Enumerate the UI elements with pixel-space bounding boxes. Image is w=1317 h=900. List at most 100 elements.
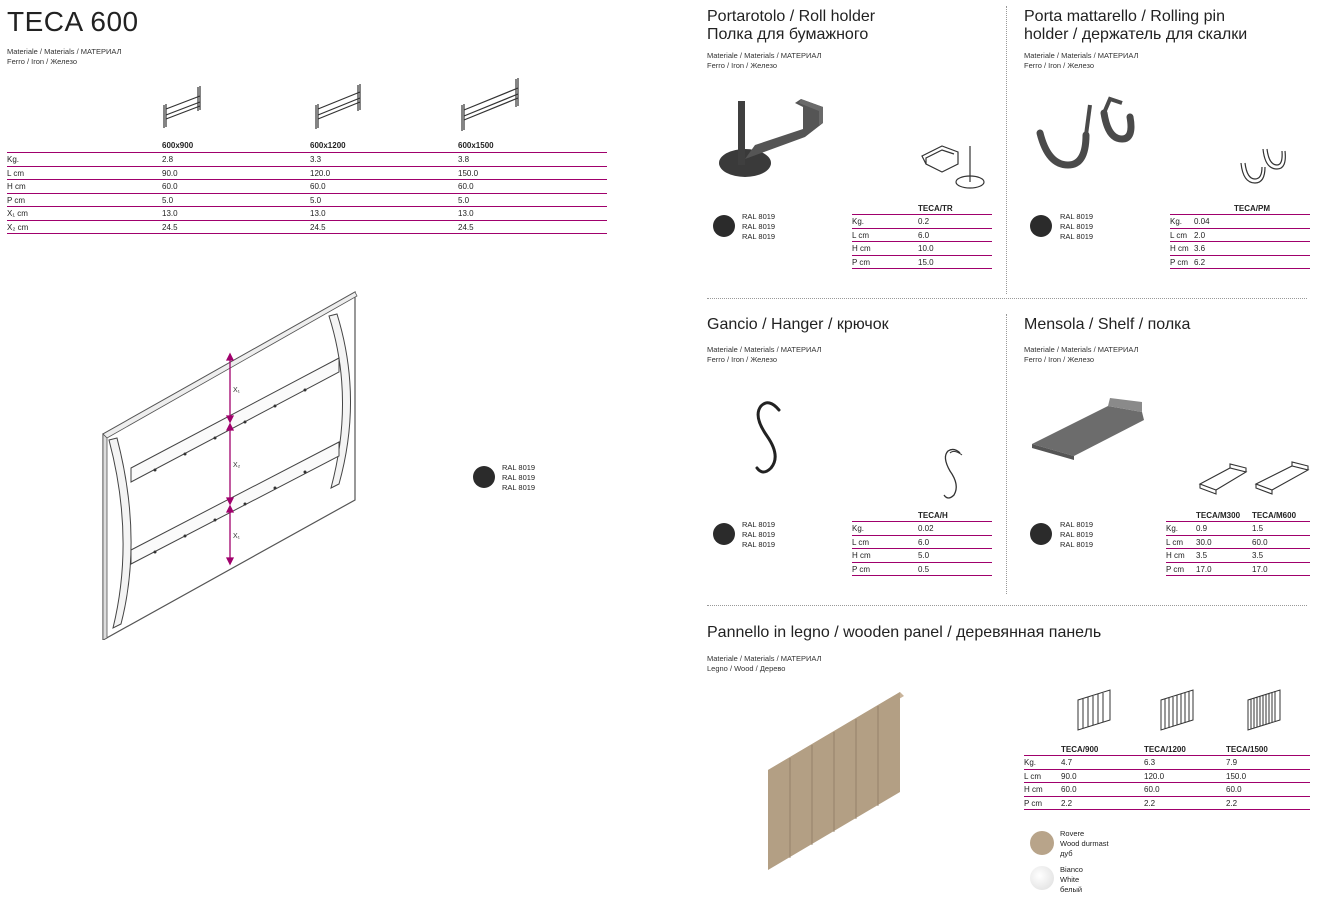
cell-value: 120.0 xyxy=(1144,771,1165,781)
cell-value: 17.0 xyxy=(1196,564,1212,574)
hanger-title: Gancio / Hanger / крючок xyxy=(707,316,889,333)
row-label: L cm xyxy=(1170,230,1188,240)
row-label: Kg. xyxy=(1170,217,1183,226)
cell-value: 13.0 xyxy=(310,209,326,218)
cell-value: 0.2 xyxy=(918,217,930,226)
table-row: L cm 90.0 120.0 150.0 xyxy=(1024,770,1310,783)
finish-white-labels: Bianco White белый xyxy=(1060,865,1083,894)
ral-list: RAL 8019 RAL 8019 RAL 8019 xyxy=(742,212,776,241)
cell-value: 3.5 xyxy=(1196,551,1208,560)
cell-value: 60.0 xyxy=(162,182,178,191)
x2-label: X₂ xyxy=(233,462,241,469)
cell-value: 0.02 xyxy=(918,524,934,533)
cell-value: 3.6 xyxy=(1194,244,1206,253)
cell-value: 5.0 xyxy=(310,195,322,205)
row-label: L cm xyxy=(852,537,870,547)
material-block: Materiale / Materials / МАТЕРИАЛ Ferro /… xyxy=(7,47,122,67)
cell-value: 2.2 xyxy=(1061,798,1073,808)
cell-value: 60.0 xyxy=(1252,537,1268,547)
row-label: Kg. xyxy=(852,524,865,533)
row-label: H cm xyxy=(1166,551,1185,560)
row-label: X₁ cm xyxy=(7,209,28,218)
row-label: P cm xyxy=(1170,257,1189,267)
cell-value: 24.5 xyxy=(162,222,178,232)
cell-value: 24.5 xyxy=(310,222,326,232)
shelf-m600-sketch-icon xyxy=(1254,461,1310,495)
cell-value: 6.2 xyxy=(1194,257,1206,267)
roll-holder-photo xyxy=(719,99,823,177)
row-label: H cm xyxy=(1170,244,1189,253)
cell-value: 0.9 xyxy=(1196,524,1208,533)
cell-value: 2.2 xyxy=(1226,798,1238,808)
row-label: L cm xyxy=(7,168,25,178)
cell-value: 15.0 xyxy=(918,257,934,267)
cell-value: 150.0 xyxy=(1226,771,1247,781)
wooden-panel-photo xyxy=(768,692,904,870)
row-label: Kg. xyxy=(1166,524,1179,533)
cell-value: 5.0 xyxy=(162,195,174,205)
row-label: P cm xyxy=(852,257,871,267)
column-header: 600x1200 xyxy=(310,141,346,150)
frame-600x1500-icon xyxy=(461,78,519,131)
shelf-photo xyxy=(1032,398,1144,460)
x1-label: X₁ xyxy=(233,387,241,394)
panel-material: Materiale / Materials / МАТЕРИАЛ Legno /… xyxy=(707,654,822,673)
cell-value: 7.9 xyxy=(1226,758,1238,767)
oak-swatch xyxy=(1030,831,1054,855)
rolling-material: Materiale / Materials / МАТЕРИАЛ Ferro /… xyxy=(1024,51,1139,70)
vertical-divider xyxy=(1006,6,1007,294)
cell-value: 90.0 xyxy=(162,168,178,178)
column-header: 600x900 xyxy=(162,141,194,150)
table-row: H cm 3.6 xyxy=(1170,242,1310,256)
cell-value: 13.0 xyxy=(162,209,178,218)
cell-value: 5.0 xyxy=(458,195,470,205)
row-label: L cm xyxy=(1024,771,1042,781)
ral-list: RAL 8019 RAL 8019 RAL 8019 xyxy=(742,520,776,549)
table-row: Kg. 0.02 xyxy=(852,522,992,536)
cell-value: 6.0 xyxy=(918,230,930,240)
ral-8019-swatch xyxy=(473,466,495,488)
cell-value: 30.0 xyxy=(1196,537,1212,547)
row-label: X₂ cm xyxy=(7,222,29,232)
material-label: Materiale / Materials / МАТЕРИАЛ xyxy=(7,47,122,56)
row-label: L cm xyxy=(852,230,870,240)
wooden-panel-title: Pannello in legno / wooden panel / дерев… xyxy=(707,624,1102,641)
table-row: Kg. 0.04 xyxy=(1170,215,1310,229)
cell-value: 60.0 xyxy=(310,182,326,191)
cell-value: 150.0 xyxy=(458,168,479,178)
roll-holder-title: Portarotolo / Roll holder Полка для бума… xyxy=(707,8,876,43)
row-label: H cm xyxy=(1024,785,1043,794)
table-row: L cm 6.0 xyxy=(852,229,992,242)
shelf-title: Mensola / Shelf / полка xyxy=(1024,316,1191,333)
frame-600x900-icon xyxy=(163,86,201,128)
cell-value: 90.0 xyxy=(1061,771,1077,781)
roll-holder-sketch-icon xyxy=(921,145,985,189)
finish-oak-labels: Rovere Wood durmast дуб xyxy=(1060,829,1109,858)
teca600-frame-diagram: X₁ X₂ X₁ xyxy=(102,290,358,640)
row-label: H cm xyxy=(7,182,26,191)
row-label: H cm xyxy=(852,551,871,560)
row-label: H cm xyxy=(852,244,871,253)
roll-material: Materiale / Materials / МАТЕРИАЛ Ferro /… xyxy=(707,51,822,70)
cell-value: 60.0 xyxy=(1144,785,1160,794)
cell-value: 0.04 xyxy=(1194,217,1210,226)
rolling-pin-holder-photo xyxy=(1036,96,1135,169)
cell-value: 17.0 xyxy=(1252,564,1268,574)
panel-1500-sketch-icon xyxy=(1247,689,1281,731)
